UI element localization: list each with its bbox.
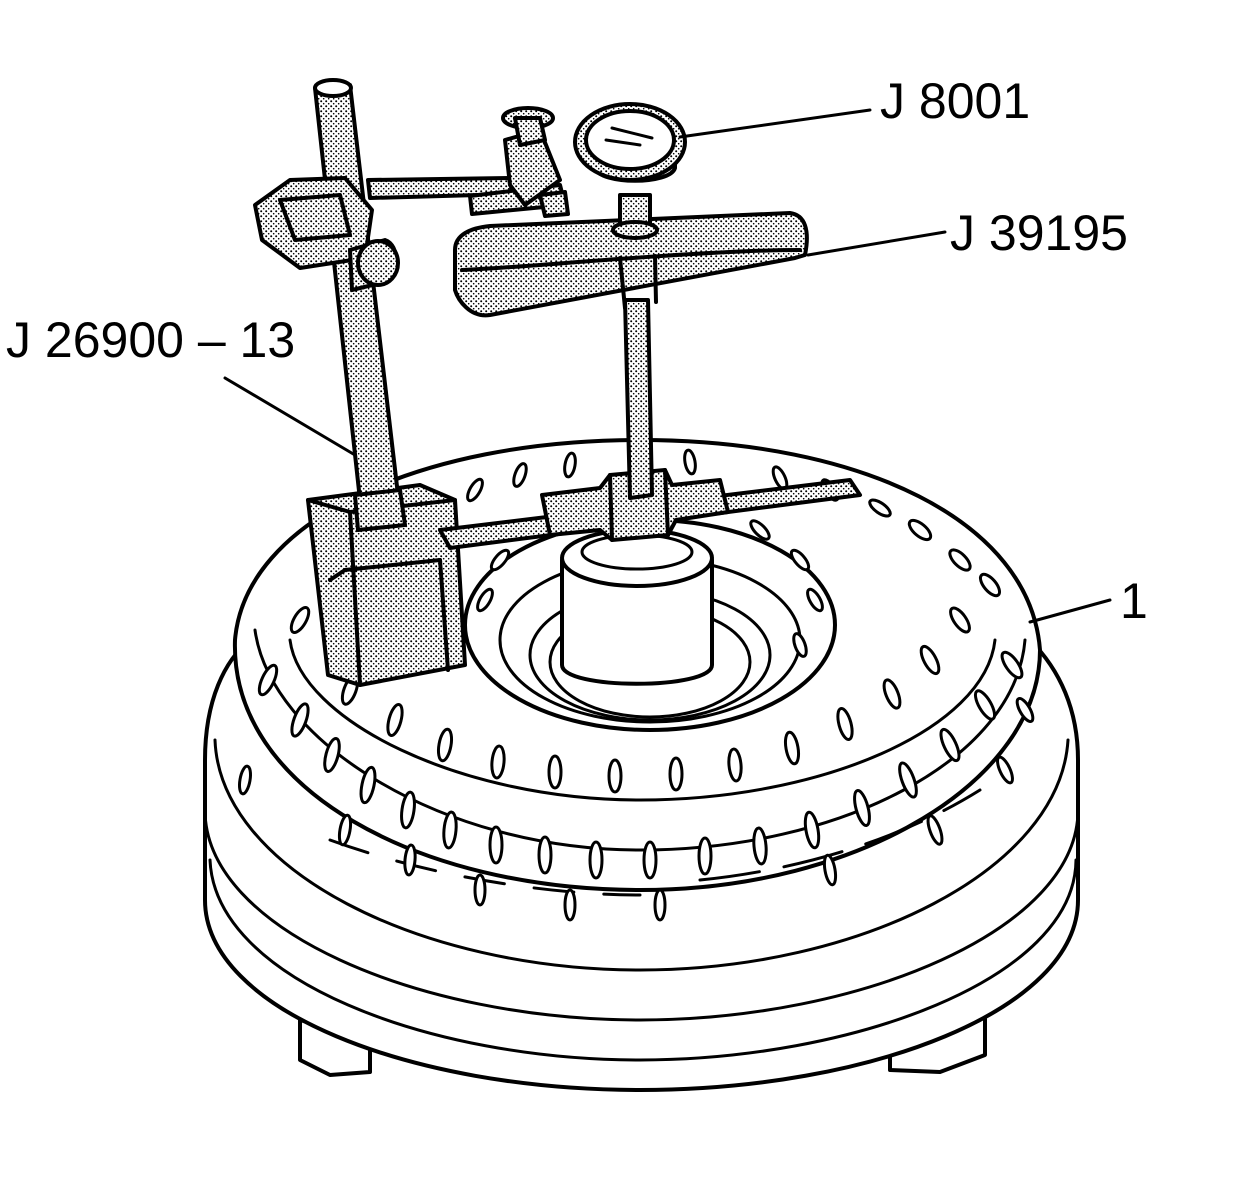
callout-stand-label: J 26900 – 13 xyxy=(6,312,295,368)
torus-dashed-line xyxy=(698,788,982,882)
shell-ridge xyxy=(208,858,1078,1062)
shell-ridge xyxy=(213,738,1070,972)
post-nut xyxy=(353,488,407,532)
torus-ridge xyxy=(288,638,997,802)
gauge-mount-bar xyxy=(453,211,809,318)
callout-bridge-label: J 39195 xyxy=(950,205,1128,261)
plunger-rod xyxy=(623,298,654,500)
hub-cylinder xyxy=(560,558,714,686)
clamp-knob-face xyxy=(356,239,400,287)
leader-gauge xyxy=(678,108,872,139)
leader-converter xyxy=(1028,598,1112,624)
indicator-face xyxy=(584,109,676,171)
indicator-needle xyxy=(610,126,654,140)
dial-indicator xyxy=(573,102,687,240)
callout-converter-label: 1 xyxy=(1120,573,1148,629)
magnetic-base xyxy=(306,483,467,687)
callout-leaders xyxy=(223,108,1112,624)
dial-indicator-stand xyxy=(253,78,467,687)
torus-ridge xyxy=(253,628,1027,852)
stand-post-top xyxy=(313,78,353,98)
callout-gauge-label: J 8001 xyxy=(880,73,1030,129)
vane-slots xyxy=(238,448,1035,922)
leader-stand xyxy=(223,376,357,457)
bridge-tool xyxy=(438,211,862,550)
torus-dashed-line xyxy=(328,838,642,897)
shell-ridge xyxy=(203,808,1080,1022)
indicator-holder xyxy=(468,106,570,218)
leader-bridge xyxy=(806,230,947,257)
